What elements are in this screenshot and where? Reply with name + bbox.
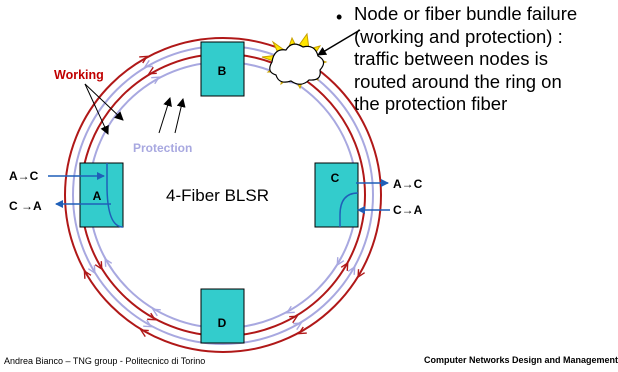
chevron-working-inner-4 xyxy=(147,312,157,321)
bullet-line-5: the protection fiber xyxy=(354,93,508,114)
traffic-label-a-out: C →A xyxy=(9,199,42,213)
working-fiber-outer xyxy=(64,37,382,353)
chevron-protection-inner-5 xyxy=(285,305,295,314)
node-c-label: C xyxy=(331,171,340,185)
bullet-line-1: Node or fiber bundle failure xyxy=(354,3,578,24)
chevron-protection-outer-3 xyxy=(87,265,96,275)
chevron-working-outer-4 xyxy=(139,329,149,337)
node-d: D xyxy=(200,288,245,344)
working-pointer-1 xyxy=(84,83,124,121)
protection-pointer-2 xyxy=(174,98,186,134)
traffic-label-a-in: A→C xyxy=(9,169,39,183)
chevron-working-inner-2 xyxy=(340,261,349,271)
bullet-line-3: traffic between nodes is xyxy=(354,48,549,69)
chevron-protection-inner-3 xyxy=(104,257,113,267)
working-label: Working xyxy=(54,68,104,82)
label-pointers xyxy=(84,83,186,135)
chevron-protection-outer-4 xyxy=(143,319,153,328)
chevron-protection-outer-0 xyxy=(143,59,153,68)
protection-label: Protection xyxy=(133,141,192,155)
footer-course: Computer Networks Design and Management xyxy=(423,355,618,365)
chevron-working-outer-2 xyxy=(357,269,365,279)
node-a-internal-path xyxy=(106,163,124,228)
bullet-point: • Node or fiber bundle failure (working … xyxy=(336,3,618,116)
chevron-working-inner-3 xyxy=(94,261,103,271)
node-a-label: A xyxy=(93,189,102,203)
chevron-protection-outer-2 xyxy=(347,265,356,275)
node-b-label: B xyxy=(218,64,227,78)
node-c: C xyxy=(314,162,359,228)
center-label: 4-Fiber BLSR xyxy=(166,186,269,205)
chevron-working-outer-5 xyxy=(297,326,307,335)
callout-arrow xyxy=(317,29,361,56)
bullet-line-4: routed around the ring on xyxy=(354,70,562,92)
protection-pointer-1 xyxy=(158,97,172,134)
traffic-label-c-in: C→A xyxy=(393,203,423,217)
chevron-protection-outer-5 xyxy=(293,322,303,331)
footer-author: Andrea Bianco – TNG group - Politecnico … xyxy=(4,356,206,366)
chevron-protection-inner-2 xyxy=(336,257,345,267)
node-d-label: D xyxy=(218,316,227,330)
failure-burst-icon xyxy=(261,32,328,90)
node-c-internal-path xyxy=(339,192,359,227)
traffic-label-c-out: A→C xyxy=(393,177,423,191)
chevron-working-outer-0 xyxy=(139,55,149,64)
bullet-marker: • xyxy=(336,7,343,27)
chevron-working-outer-3 xyxy=(83,269,92,279)
working-pointer-2 xyxy=(84,83,109,135)
chevron-working-inner-5 xyxy=(289,315,299,324)
chevron-protection-inner-4 xyxy=(151,308,161,317)
node-b: B xyxy=(200,41,245,97)
chevron-working-inner-0 xyxy=(147,66,157,75)
traffic-arrows xyxy=(48,172,390,214)
bullet-line-2: (working and protection) : xyxy=(354,25,563,47)
node-a: A xyxy=(79,162,124,228)
chevron-protection-inner-0 xyxy=(151,76,161,85)
